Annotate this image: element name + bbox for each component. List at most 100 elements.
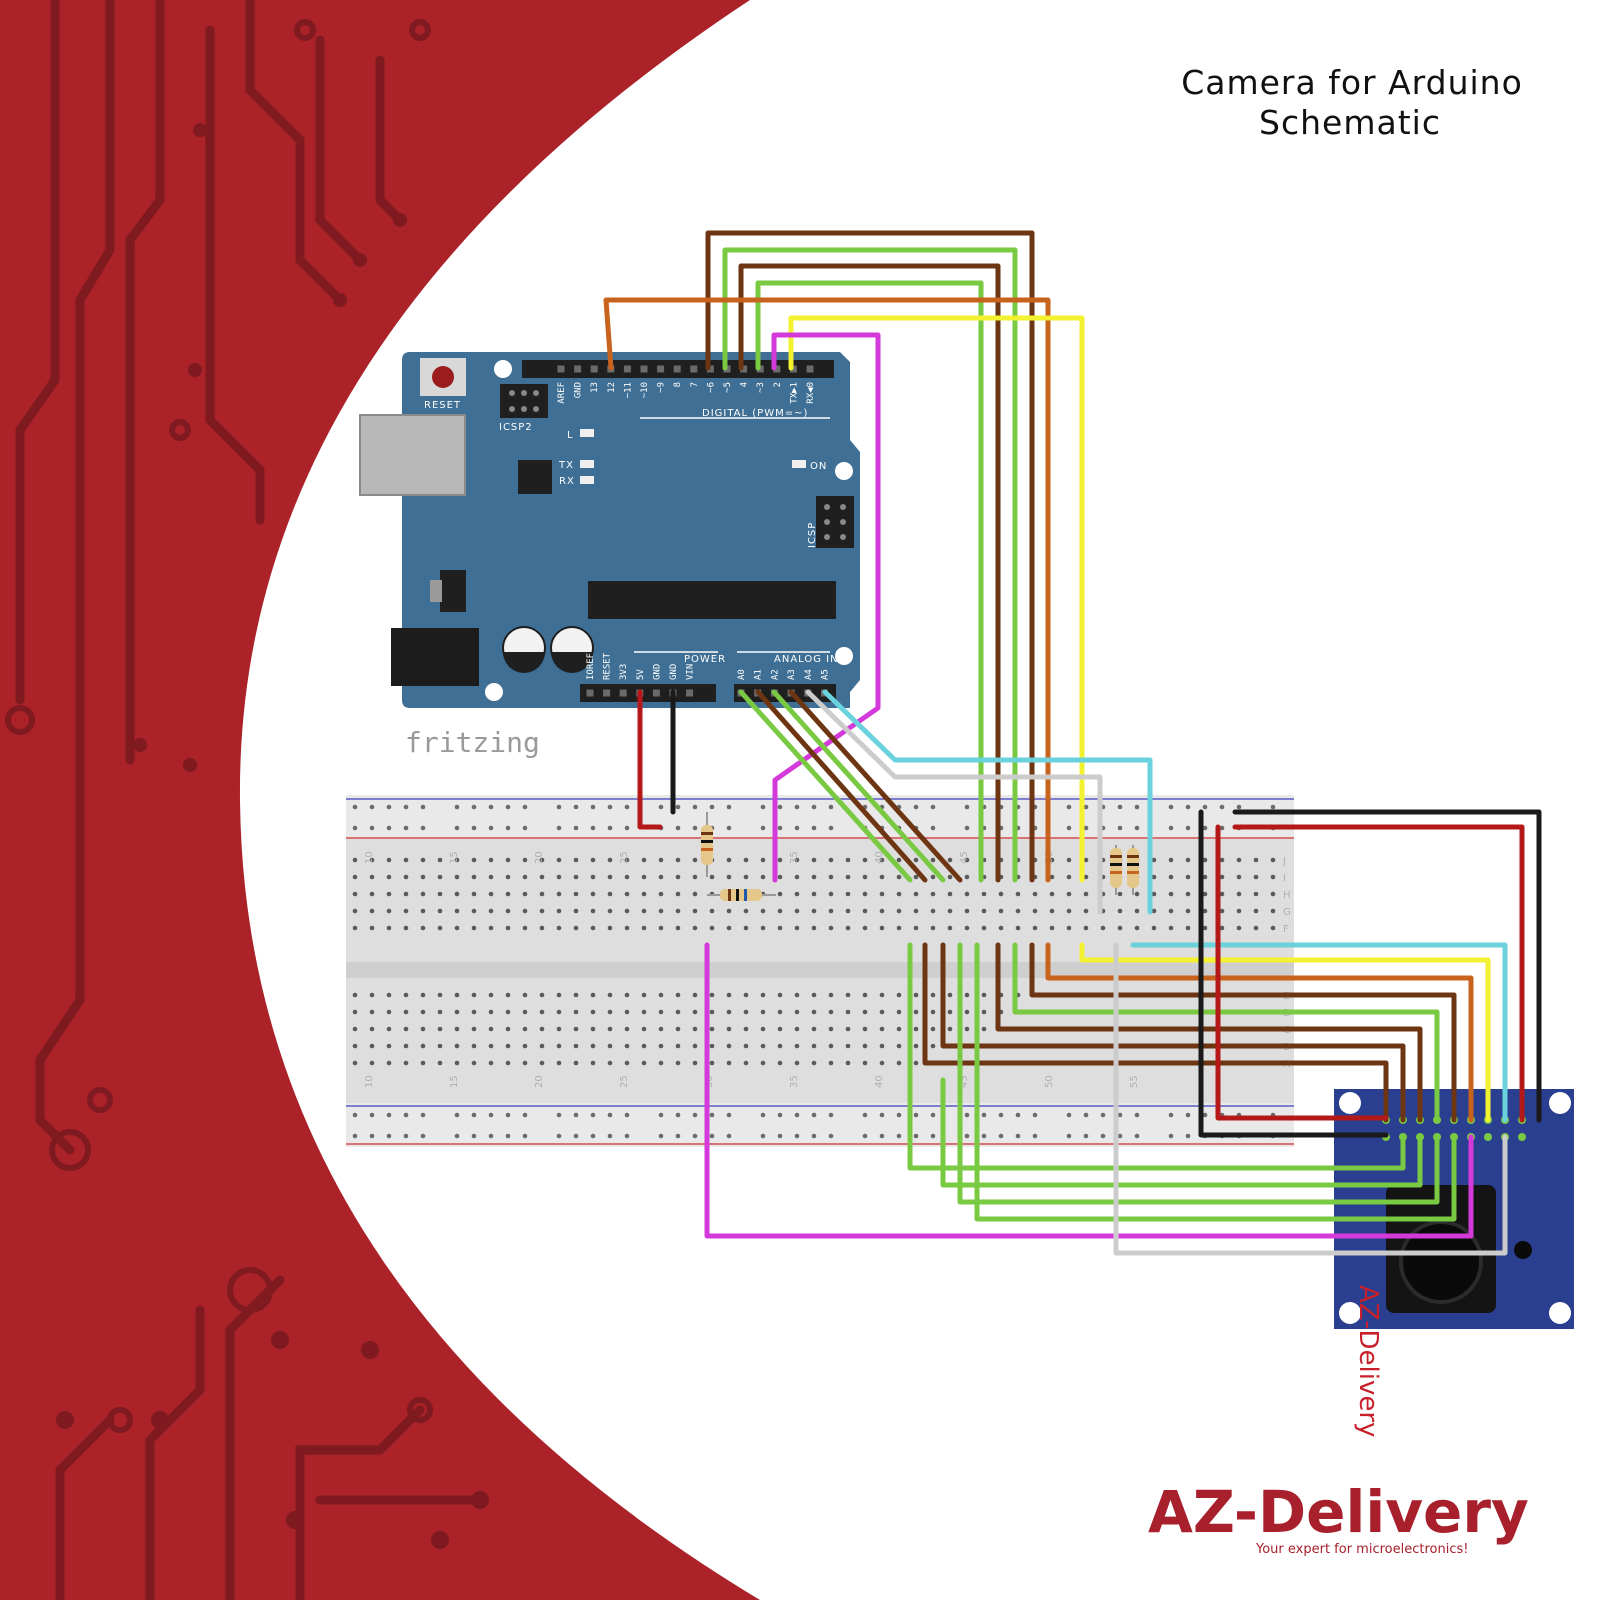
header-pin[interactable] <box>557 365 565 373</box>
breadboard-hole <box>369 925 375 931</box>
breadboard-hole <box>981 908 987 914</box>
power-header <box>580 684 716 702</box>
usb-connector <box>359 414 466 496</box>
breadboard-hole <box>1168 908 1174 914</box>
breadboard-hole <box>437 1026 443 1032</box>
breadboard-hole <box>879 857 885 863</box>
wire-d2-yellow <box>788 315 1085 883</box>
header-pin[interactable] <box>686 689 694 697</box>
breadboard-hole <box>930 1043 936 1049</box>
header-pin[interactable] <box>590 365 598 373</box>
breadboard-rail-hole <box>726 1112 732 1118</box>
header-pin[interactable] <box>619 689 627 697</box>
pin-label: AREF <box>557 382 567 404</box>
header-pin[interactable] <box>773 365 781 373</box>
header-pin[interactable] <box>673 365 681 373</box>
breadboard-rail-hole <box>692 804 698 810</box>
breadboard-hole <box>777 1026 783 1032</box>
camera-pin-bottom[interactable] <box>1518 1133 1526 1141</box>
breadboard-hole <box>420 891 426 897</box>
breadboard-hole <box>505 874 511 880</box>
header-pin[interactable] <box>706 365 714 373</box>
breadboard-hole <box>352 1026 358 1032</box>
breadboard-hole <box>369 891 375 897</box>
breadboard-rail-hole <box>420 1112 426 1118</box>
breadboard-hole <box>386 992 392 998</box>
breadboard-column-number: 45 <box>959 1075 970 1088</box>
pin-label: GND <box>652 664 662 680</box>
breadboard-rail-hole <box>403 825 409 831</box>
breadboard-hole <box>913 1060 919 1066</box>
header-pin[interactable] <box>640 365 648 373</box>
reset-button[interactable] <box>432 366 454 388</box>
breadboard-hole <box>556 1026 562 1032</box>
header-pin[interactable] <box>574 365 582 373</box>
pin-label: 5V <box>636 669 646 680</box>
voltage-regulator-tab <box>430 580 442 602</box>
header-pin[interactable] <box>690 365 698 373</box>
breadboard-rail-hole <box>505 1133 511 1139</box>
breadboard-hole <box>420 925 426 931</box>
breadboard-hole <box>573 925 579 931</box>
breadboard-hole <box>454 874 460 880</box>
breadboard-hole <box>777 925 783 931</box>
breadboard-rail-hole <box>913 804 919 810</box>
breadboard-rail-hole <box>1219 825 1225 831</box>
header-pin[interactable] <box>806 365 814 373</box>
header-pin[interactable] <box>586 689 594 697</box>
breadboard-hole <box>1168 891 1174 897</box>
header-pin[interactable] <box>623 365 631 373</box>
breadboard-hole <box>437 891 443 897</box>
breadboard-hole <box>590 857 596 863</box>
breadboard-hole <box>641 1043 647 1049</box>
breadboard-hole <box>1202 925 1208 931</box>
pin-label: 7 <box>690 382 700 387</box>
breadboard-rail-hole <box>794 1112 800 1118</box>
breadboard-hole <box>420 874 426 880</box>
breadboard-rail-hole <box>879 1112 885 1118</box>
breadboard-hole <box>726 1026 732 1032</box>
breadboard-hole <box>454 925 460 931</box>
breadboard-column-number: 40 <box>874 1075 885 1088</box>
breadboard-rail-hole <box>930 1133 936 1139</box>
header-pin[interactable] <box>740 365 748 373</box>
breadboard-hole <box>692 925 698 931</box>
breadboard-hole <box>522 1060 528 1066</box>
breadboard-rail-hole <box>879 1133 885 1139</box>
breadboard-rail-hole <box>777 1133 783 1139</box>
breadboard-hole <box>913 992 919 998</box>
breadboard-hole <box>1151 925 1157 931</box>
breadboard-hole <box>675 874 681 880</box>
digital-section-label: DIGITAL (PWM=~) <box>702 408 808 419</box>
pin-label: ~11 <box>623 382 633 398</box>
title-line-2: Schematic <box>1259 103 1441 142</box>
breadboard-hole <box>998 891 1004 897</box>
breadboard-hole <box>896 1043 902 1049</box>
breadboard-hole <box>403 874 409 880</box>
breadboard-row-letter: H <box>1283 890 1291 901</box>
wire-d6-green <box>722 247 1018 883</box>
breadboard-rail-hole <box>1168 825 1174 831</box>
header-pin[interactable] <box>789 365 797 373</box>
breadboard-hole <box>777 1060 783 1066</box>
header-pin[interactable] <box>603 689 611 697</box>
header-pin[interactable] <box>652 689 660 697</box>
breadboard-hole <box>828 908 834 914</box>
breadboard-hole <box>845 1043 851 1049</box>
breadboard-column-number: 15 <box>449 851 460 864</box>
breadboard-hole <box>913 1043 919 1049</box>
voltage-regulator <box>440 570 466 612</box>
breadboard-hole <box>760 992 766 998</box>
breadboard-rail-hole <box>1202 1112 1208 1118</box>
breadboard-hole <box>403 1043 409 1049</box>
breadboard-hole <box>862 1009 868 1015</box>
camera-pin-bottom[interactable] <box>1484 1133 1492 1141</box>
breadboard-hole <box>437 925 443 931</box>
header-pin[interactable] <box>657 365 665 373</box>
breadboard-hole <box>964 1009 970 1015</box>
breadboard-hole <box>930 925 936 931</box>
wire-d4-green <box>755 280 984 883</box>
wire-d12-orange <box>603 297 1051 883</box>
breadboard-rail-hole <box>794 1133 800 1139</box>
icsp-header <box>816 496 854 548</box>
